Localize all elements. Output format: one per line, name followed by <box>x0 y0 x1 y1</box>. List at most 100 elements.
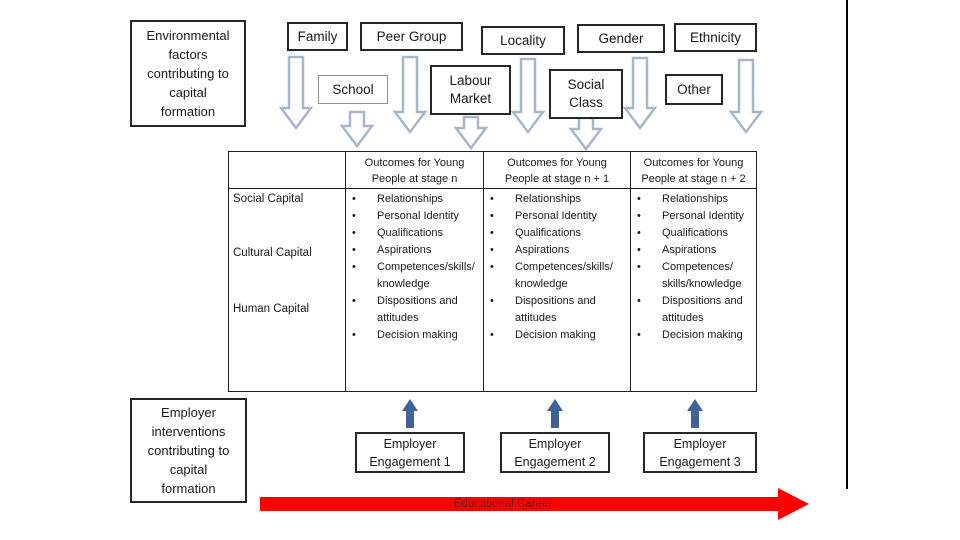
outcome-text: Aspirations <box>515 244 570 256</box>
list-item: • Dispositions and attitudes <box>631 293 756 327</box>
bullet-icon: • <box>490 244 494 256</box>
bullet-icon: • <box>637 329 641 341</box>
factor-box-school: School <box>318 75 388 104</box>
factor-label: Ethnicity <box>689 29 742 45</box>
outcomes-table: Outcomes for Young People at stage n Out… <box>228 151 757 392</box>
bullet-icon: • <box>352 295 356 307</box>
down-arrow-icon <box>510 57 546 135</box>
table-corner-cell <box>229 152 345 189</box>
factor-box-social-class: Social Class <box>549 69 623 119</box>
outcome-text: Relationships <box>377 193 444 205</box>
outcomes-list-stage-n: •Relationships •Personal Identity •Quali… <box>345 189 483 391</box>
factor-box-locality: Locality <box>481 26 565 55</box>
outcome-text: Dispositions and attitudes <box>515 295 596 324</box>
outcome-text: Personal Identity <box>515 210 597 222</box>
factor-box-peer-group: Peer Group <box>360 22 463 51</box>
list-item: • Decision making <box>346 327 483 344</box>
row-label-cultural-capital: Cultural Capital <box>233 247 312 259</box>
outcome-text: Competences/skills/ knowledge <box>377 261 475 290</box>
down-arrow-icon <box>728 58 764 135</box>
outcome-text: Decision making <box>662 329 743 341</box>
factor-label: Labour Market <box>449 73 492 106</box>
list-item: • Personal Identity <box>484 208 630 225</box>
bullet-icon: • <box>352 210 356 222</box>
factor-label: Other <box>677 81 711 97</box>
bullet-icon: • <box>352 193 356 205</box>
list-item: • Competences/ skills/knowledge <box>631 259 756 293</box>
employer-engagement-label: Employer Engagement 2 <box>514 436 596 469</box>
outcome-text: Relationships <box>515 193 582 205</box>
down-arrow-icon <box>622 56 658 131</box>
down-arrow-icon <box>568 116 604 152</box>
outcome-text: Decision making <box>515 329 596 341</box>
bullet-icon: • <box>352 244 356 256</box>
bullet-icon: • <box>637 295 641 307</box>
column-header-stage-n: Outcomes for Young People at stage n <box>345 152 483 189</box>
factor-label: Family <box>297 28 338 44</box>
down-arrow-icon <box>339 110 375 149</box>
list-item: •Relationships <box>484 191 630 208</box>
outcome-text: Relationships <box>662 193 729 205</box>
list-item: • Competences/skills/ knowledge <box>346 259 483 293</box>
down-arrow-icon <box>392 55 428 135</box>
environmental-factors-box: Environmental factors contributing to ca… <box>130 20 246 127</box>
educational-career-label: Educational Career <box>453 498 553 510</box>
outcome-text: Aspirations <box>377 244 432 256</box>
educational-career-arrow <box>260 488 809 520</box>
column-header-stage-n1: Outcomes for Young People at stage n + 1 <box>483 152 630 189</box>
outcome-text: Qualifications <box>377 227 444 239</box>
page-divider-line <box>846 0 848 489</box>
list-item: • Qualifications <box>631 225 756 242</box>
employer-engagement-2-box: Employer Engagement 2 <box>500 432 610 473</box>
down-arrow-icon <box>453 115 489 151</box>
up-arrow-icon <box>547 399 563 428</box>
environmental-factors-label: Environmental factors contributing to ca… <box>146 28 230 119</box>
up-arrow-icon <box>402 399 418 428</box>
list-item: •Personal Identity <box>631 208 756 225</box>
outcome-text: Dispositions and attitudes <box>662 295 743 324</box>
list-item: •Qualifications <box>484 225 630 242</box>
bullet-icon: • <box>490 295 494 307</box>
list-item: • Dispositions and attitudes <box>346 293 483 327</box>
outcome-text: Competences/skills/ knowledge <box>515 261 613 290</box>
bullet-icon: • <box>490 210 494 222</box>
factor-label: School <box>332 81 374 97</box>
bullet-icon: • <box>490 227 494 239</box>
employer-interventions-box: Employer interventions contributing to c… <box>130 398 247 503</box>
list-item: • Aspirations <box>346 242 483 259</box>
factor-label: Social Class <box>567 77 605 110</box>
bullet-icon: • <box>490 261 494 273</box>
employer-engagement-label: Employer Engagement 1 <box>369 436 451 469</box>
factor-label: Gender <box>598 30 644 46</box>
bullet-icon: • <box>637 244 641 256</box>
factor-box-family: Family <box>287 22 348 51</box>
outcome-text: Qualifications <box>662 227 729 239</box>
list-item: • Competences/skills/ knowledge <box>484 259 630 293</box>
employer-engagement-label: Employer Engagement 3 <box>659 436 741 469</box>
outcome-text: Competences/ skills/knowledge <box>662 261 742 290</box>
row-label-human-capital: Human Capital <box>233 303 310 315</box>
list-item: • Aspirations <box>484 242 630 259</box>
factor-box-labour-market: Labour Market <box>430 65 511 115</box>
up-arrow-icon <box>687 399 703 428</box>
list-item: • Relationships <box>346 191 483 208</box>
column-header-stage-n2: Outcomes for Young People at stage n + 2 <box>630 152 756 189</box>
outcome-text: Dispositions and attitudes <box>377 295 458 324</box>
bullet-icon: • <box>352 261 356 273</box>
outcome-text: Aspirations <box>662 244 717 256</box>
row-label-social-capital: Social Capital <box>233 193 304 205</box>
list-item: • Aspirations <box>631 242 756 259</box>
outcome-text: Decision making <box>377 329 458 341</box>
bullet-icon: • <box>352 329 356 341</box>
list-item: • Decision making <box>631 327 756 344</box>
bullet-icon: • <box>352 227 356 239</box>
bullet-icon: • <box>637 227 641 239</box>
factor-box-ethnicity: Ethnicity <box>674 23 757 52</box>
employer-engagement-3-box: Employer Engagement 3 <box>643 432 757 473</box>
list-item: • Qualifications <box>346 225 483 242</box>
bullet-icon: • <box>490 329 494 341</box>
outcomes-list-stage-n1: •Relationships •Personal Identity •Quali… <box>483 189 630 391</box>
bullet-icon: • <box>637 261 641 273</box>
